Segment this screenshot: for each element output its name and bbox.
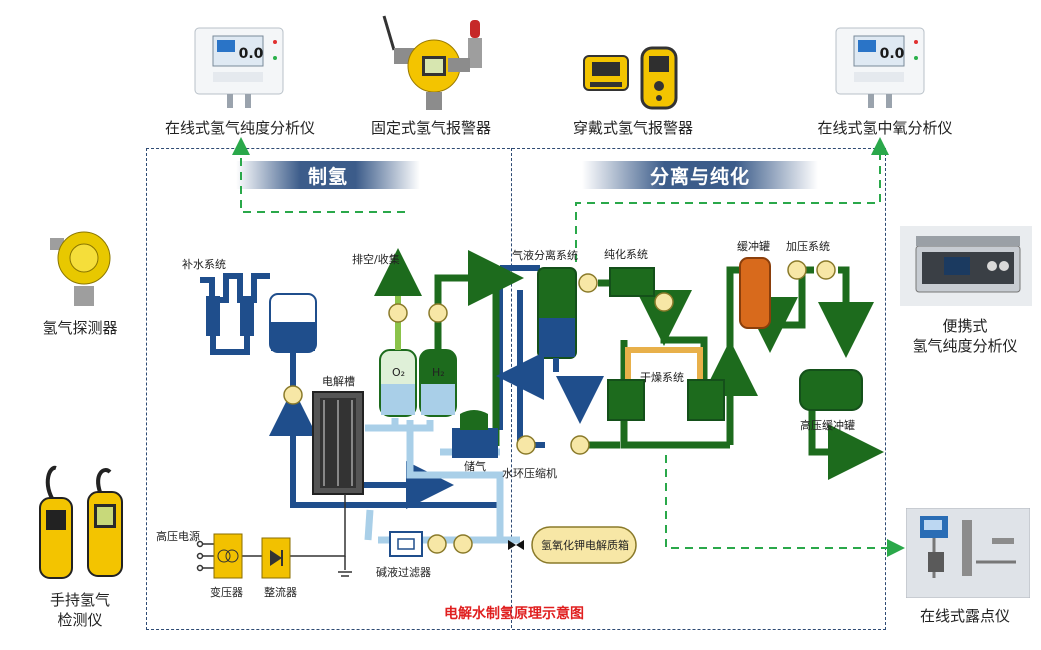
handheld-hydrogen-detector-label: 手持氢气 检测仪 bbox=[10, 590, 150, 630]
portable-label-line1: 便携式 bbox=[942, 317, 988, 335]
pumps-and-exchangers bbox=[283, 260, 836, 554]
label-purification: 纯化系统 bbox=[604, 247, 648, 261]
label-pressurize: 加压系统 bbox=[786, 240, 830, 253]
electrolyzer-cell bbox=[312, 391, 364, 495]
label-transformer: 变压器 bbox=[210, 585, 243, 599]
label-gas-liquid: 气液分离系统 bbox=[512, 248, 578, 262]
online-dewpoint-meter-label: 在线式露点仪 bbox=[919, 607, 1010, 625]
online-oxygen-in-hydrogen-analyzer-label: 在线式氢中氧分析仪 bbox=[817, 119, 953, 137]
label-h2: H₂ bbox=[432, 366, 445, 379]
hp-buffer-tank bbox=[799, 369, 863, 411]
label-buffer-tank: 缓冲罐 bbox=[737, 239, 770, 253]
koh-tank bbox=[531, 526, 637, 564]
label-rectifier: 整流器 bbox=[264, 585, 297, 599]
fixed-hydrogen-alarm-label: 固定式氢气报警器 bbox=[370, 119, 491, 137]
monitor-line-purity bbox=[232, 137, 405, 213]
label-filter: 碱液过滤器 bbox=[376, 565, 431, 579]
process-frame bbox=[146, 148, 886, 630]
section-header-production: 制氢 bbox=[236, 161, 420, 189]
monitoring-lines bbox=[232, 137, 905, 557]
online-oxygen-in-hydrogen-analyzer-image: 0.0 bbox=[834, 24, 926, 114]
electrical-system bbox=[196, 494, 352, 577]
online-hydrogen-purity-analyzer-image: 0.0 bbox=[193, 24, 285, 108]
hydrogen-detector-label: 氢气探测器 bbox=[42, 319, 118, 337]
makeup-water-system bbox=[200, 273, 317, 355]
buffer-tank bbox=[739, 257, 771, 329]
online-dewpoint-meter-image bbox=[905, 507, 1031, 599]
label-o2: O₂ bbox=[392, 366, 405, 379]
svg-text:0.0: 0.0 bbox=[239, 46, 264, 62]
diagram-caption: 电解水制氢原理示意图 bbox=[444, 605, 584, 622]
label-electrolyzer: 电解槽 bbox=[322, 374, 355, 388]
section-header-separation: 分离与纯化 bbox=[582, 161, 818, 189]
monitor-line-dewpoint bbox=[665, 455, 905, 557]
label-hv-supply: 高压电源 bbox=[156, 529, 200, 543]
handheld-label-line2: 检测仪 bbox=[57, 611, 103, 629]
portable-label-line2: 氢气纯度分析仪 bbox=[912, 337, 1018, 355]
dryer-units bbox=[607, 379, 725, 421]
portable-hydrogen-purity-analyzer-label: 便携式 氢气纯度分析仪 bbox=[895, 316, 1035, 356]
purification-unit bbox=[609, 267, 655, 297]
label-makeup-water: 补水系统 bbox=[182, 258, 226, 271]
label-dryer: 干燥系统 bbox=[640, 371, 684, 384]
handheld-hydrogen-detector-image bbox=[32, 462, 126, 582]
wearable-hydrogen-alarm-image bbox=[578, 46, 688, 110]
gas-liquid-separator bbox=[496, 267, 604, 424]
portable-hydrogen-purity-analyzer-image bbox=[900, 226, 1032, 306]
hydrogen-detector-image bbox=[40, 222, 120, 308]
online-hydrogen-purity-analyzer-label: 在线式氢气纯度分析仪 bbox=[164, 119, 315, 137]
storage-tank bbox=[452, 410, 498, 458]
label-koh-tank: 氢氧化钾电解质箱 bbox=[541, 538, 629, 552]
transformer-box bbox=[213, 533, 243, 579]
section-title-separation: 分离与纯化 bbox=[649, 165, 750, 188]
section-title-production: 制氢 bbox=[307, 165, 348, 188]
alkali-filter bbox=[389, 531, 423, 557]
fixed-hydrogen-alarm-image bbox=[376, 12, 486, 112]
monitor-line-oxygen bbox=[575, 137, 889, 262]
handheld-label-line1: 手持氢气 bbox=[49, 591, 110, 609]
wearable-hydrogen-alarm-label: 穿戴式氢气报警器 bbox=[572, 119, 693, 137]
label-circ-compressor: 水环压缩机 bbox=[502, 466, 557, 480]
gas-separators bbox=[379, 349, 457, 417]
label-storage: 储气 bbox=[464, 459, 486, 473]
label-vent: 排空/收集 bbox=[352, 252, 400, 266]
label-hp-buffer: 高压缓冲罐 bbox=[800, 418, 855, 432]
svg-text:0.0: 0.0 bbox=[880, 46, 905, 62]
